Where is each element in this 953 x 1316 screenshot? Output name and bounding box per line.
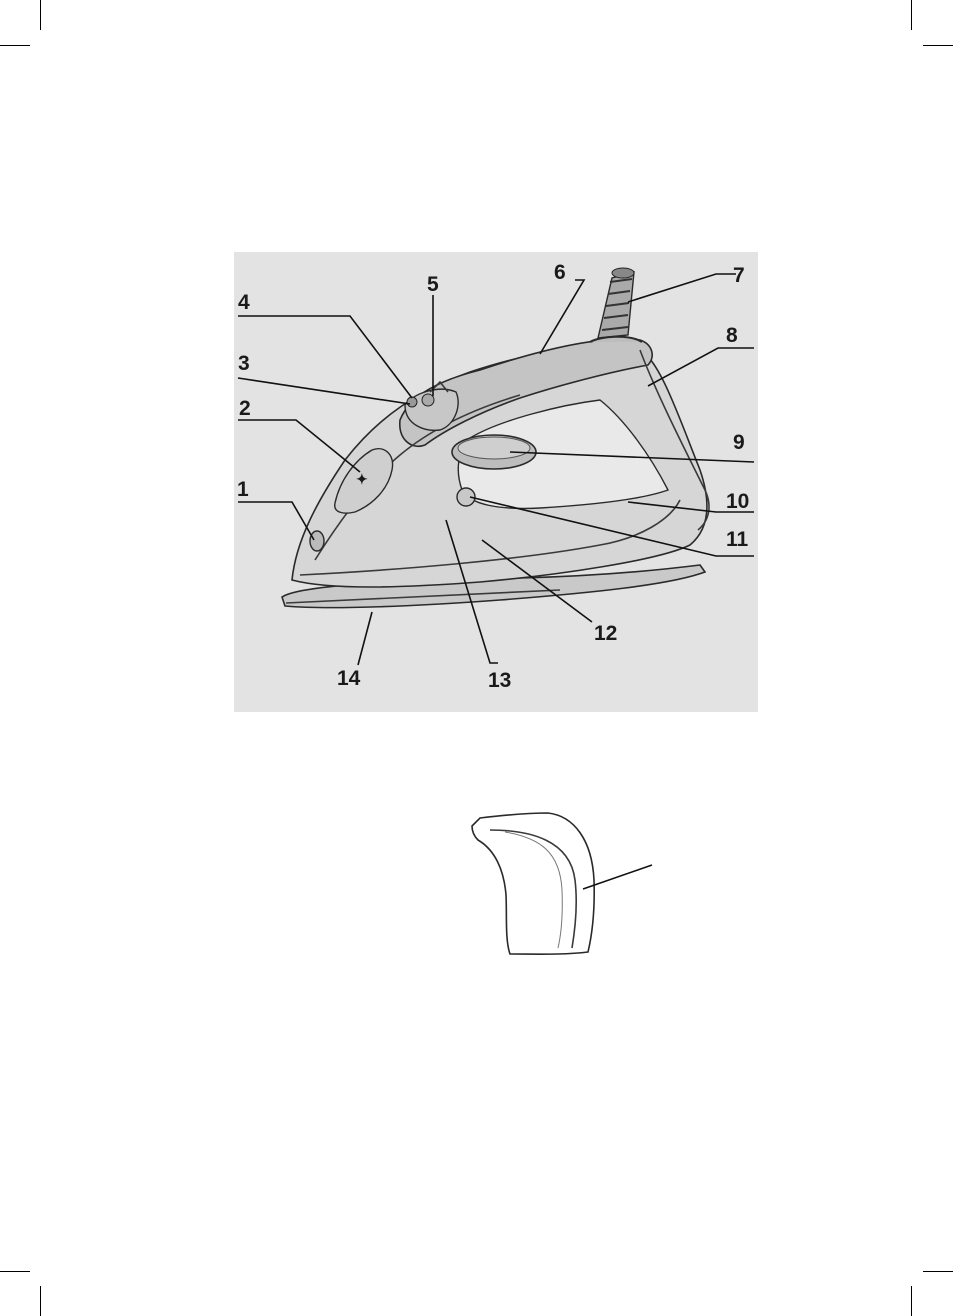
callout-1: 1 bbox=[237, 478, 249, 501]
callout-11: 11 bbox=[726, 528, 749, 551]
callout-8: 8 bbox=[726, 324, 738, 347]
callout-13: 13 bbox=[488, 669, 511, 692]
steam-control bbox=[407, 397, 417, 407]
spray-nozzle bbox=[310, 531, 324, 551]
rear-cover-detail bbox=[472, 813, 652, 954]
callout-2: 2 bbox=[239, 397, 251, 420]
callout-3: 3 bbox=[238, 352, 250, 375]
callout-4: 4 bbox=[238, 291, 250, 314]
callout-9: 9 bbox=[733, 431, 745, 454]
steam-button-symbol: ✦ bbox=[356, 471, 368, 487]
callout-6: 6 bbox=[554, 261, 566, 284]
callout-14: 14 bbox=[337, 667, 361, 690]
callout-10: 10 bbox=[726, 490, 749, 513]
callout-12: 12 bbox=[594, 622, 617, 645]
callout-7: 7 bbox=[733, 264, 745, 287]
callout-5: 5 bbox=[427, 273, 439, 296]
temperature-dial-top bbox=[458, 437, 530, 459]
